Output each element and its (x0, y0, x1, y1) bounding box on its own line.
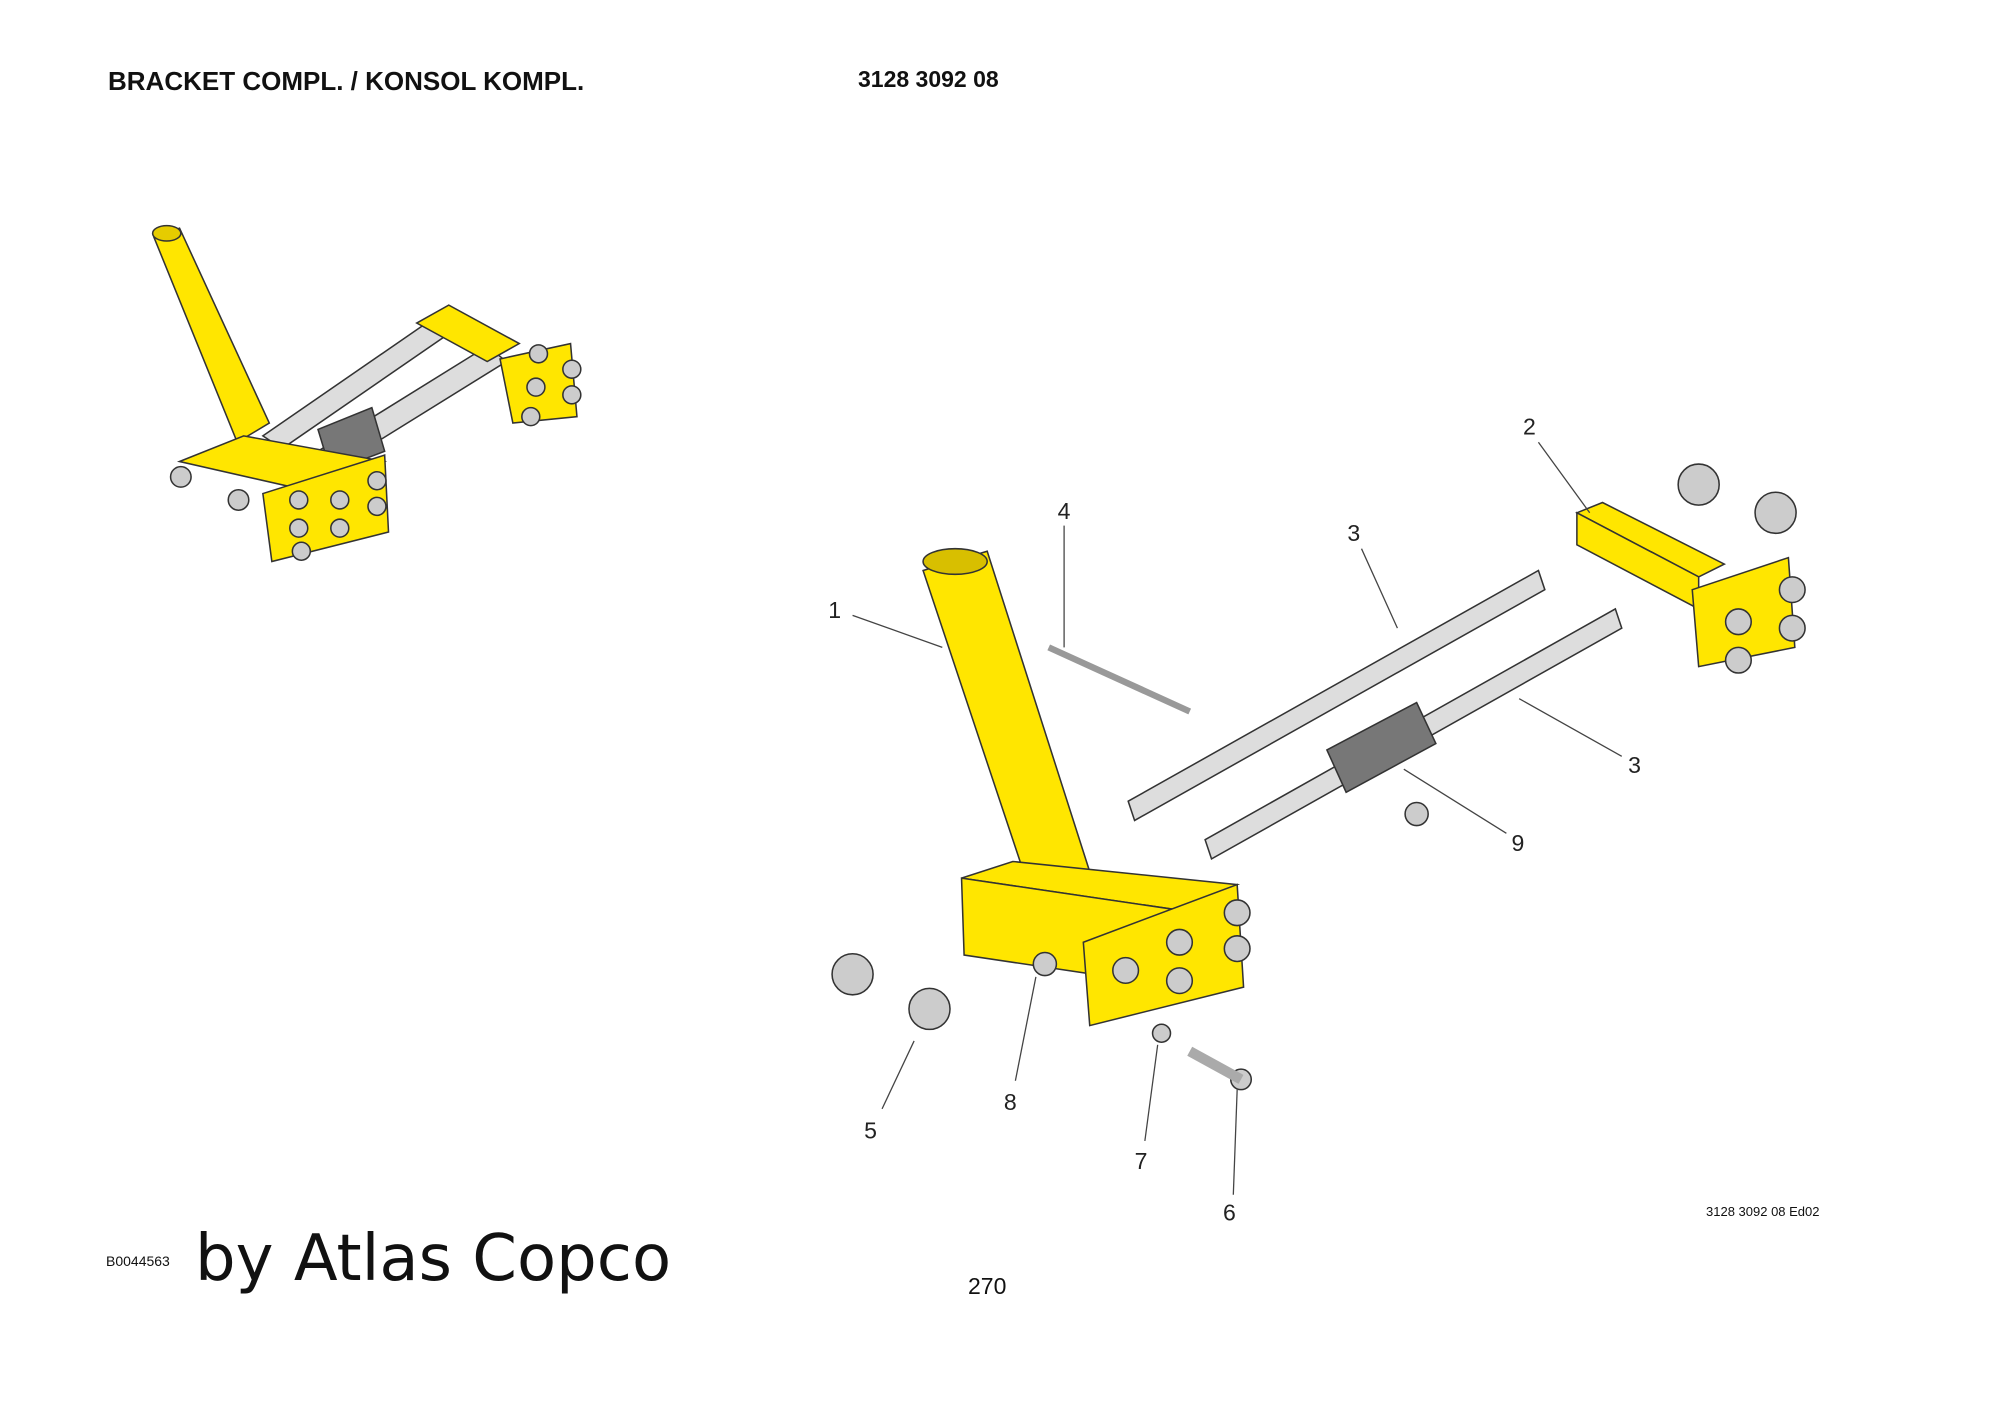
callout-4: 4 (1058, 498, 1071, 524)
callout-1: 1 (828, 597, 841, 623)
callouts: 1 2 3 3 4 5 6 7 8 9 (828, 414, 1641, 1226)
assembled-view (151, 224, 582, 563)
document-id: B0044563 (106, 1253, 170, 1269)
part-number: 3128 3092 08 (858, 66, 999, 92)
callout-2: 2 (1523, 414, 1536, 440)
callout-8: 8 (1004, 1089, 1017, 1115)
brand-text: by Atlas Copco (195, 1222, 672, 1296)
callout-3b: 3 (1628, 752, 1641, 778)
callout-9: 9 (1512, 830, 1525, 856)
callout-6: 6 (1223, 1199, 1236, 1225)
exploded-view (831, 463, 1806, 1091)
page-number: 270 (968, 1273, 1007, 1299)
leader-lines (852, 441, 1623, 1195)
drawing-edition: 3128 3092 08 Ed02 (1706, 1204, 1820, 1219)
callout-5: 5 (864, 1117, 877, 1143)
callout-7: 7 (1135, 1148, 1148, 1174)
page-title: BRACKET COMPL. / KONSOL KOMPL. (108, 66, 585, 96)
callout-3a: 3 (1347, 520, 1360, 546)
